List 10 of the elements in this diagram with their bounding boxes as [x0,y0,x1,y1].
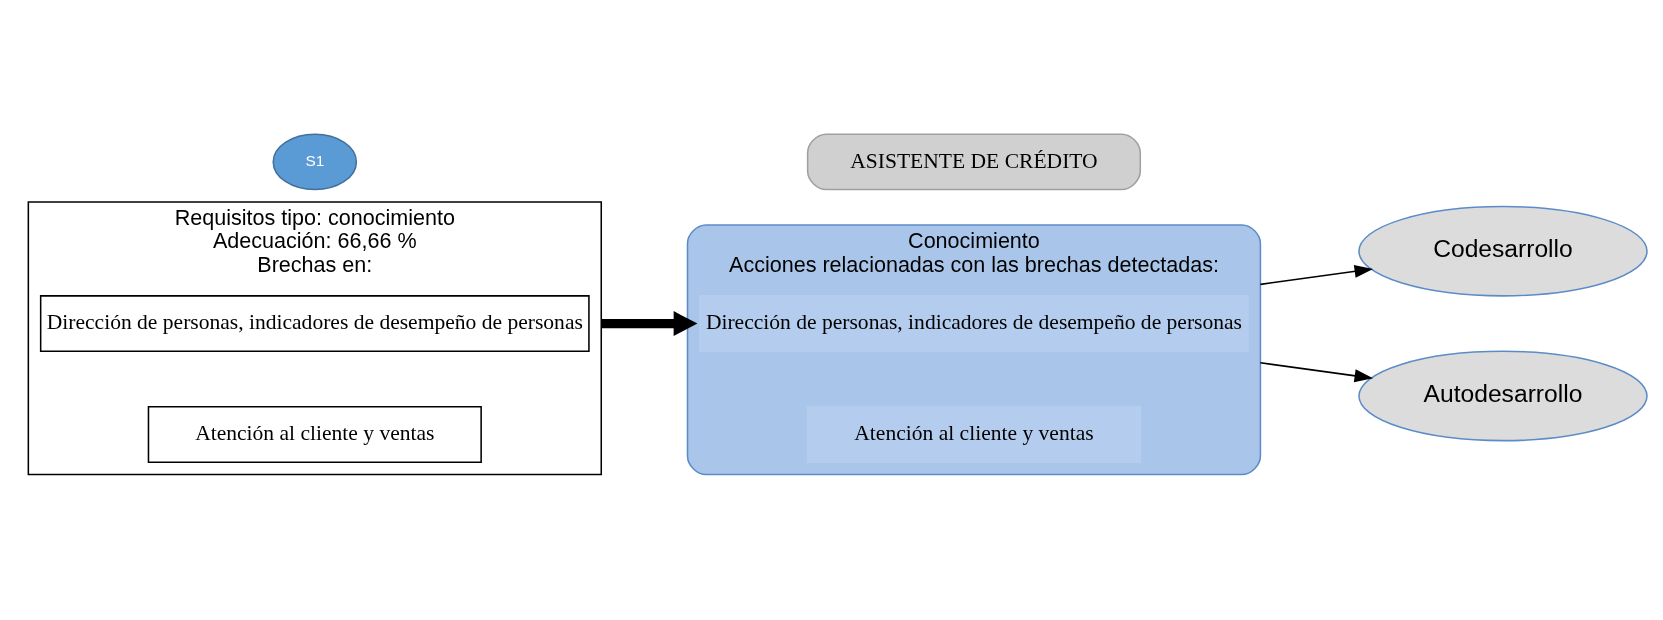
node-box: Dirección de personas, indicadores de desempeño de personas [39,294,590,352]
arrow [1259,264,1374,285]
node-box: Dirección de personas, indicadores de desempeño de personas [699,294,1249,352]
arrow [601,310,698,336]
node-ellipse: Autodesarrollo [1358,350,1648,441]
node-box: Atención al cliente y ventas [147,405,482,463]
node-ellipse: Codesarrollo [1358,205,1648,297]
arrow [1259,361,1374,382]
node-ellipse: S1 [272,132,358,190]
node-box: ASISTENTE DE CRÉDITO [806,132,1142,190]
